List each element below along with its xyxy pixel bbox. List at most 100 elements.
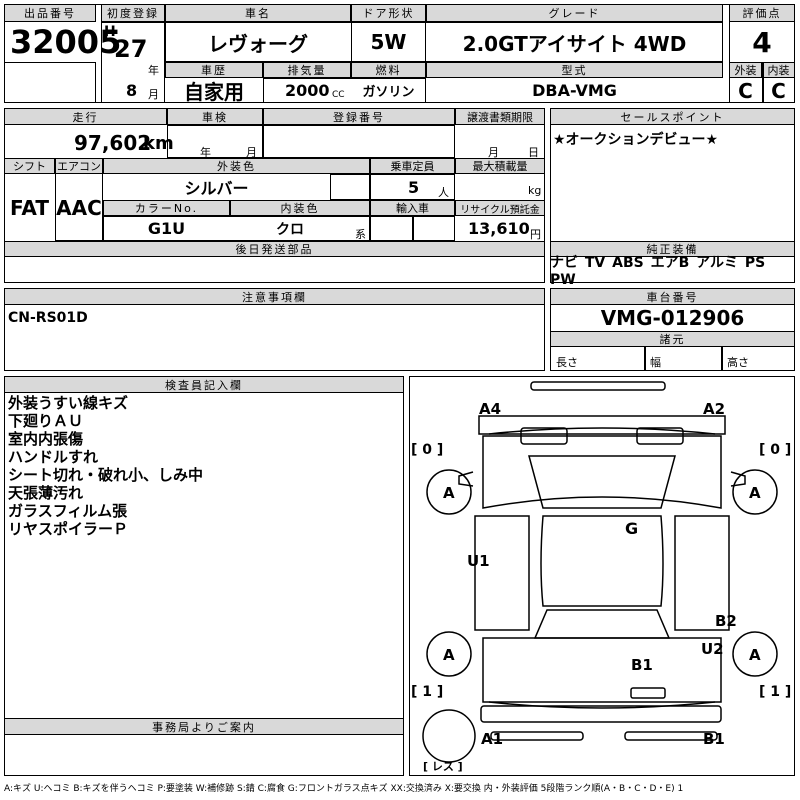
header-later-parts: 後日発送部品 bbox=[4, 241, 545, 257]
width-label: 幅 bbox=[650, 356, 661, 369]
sales-point: ★オークションデビュー★ bbox=[553, 132, 719, 148]
damage-a4: A4 bbox=[479, 400, 501, 418]
row2a-cells-b bbox=[263, 125, 455, 158]
height-label: 高さ bbox=[727, 356, 749, 369]
inspector-notes: 外装うすい線キズ 下廻りＡＵ 室内内張傷 ハンドルすれ シート切れ・破れ小、しみ… bbox=[8, 394, 403, 538]
tread-fl: [ 0 ] bbox=[411, 442, 443, 458]
length-label: 長さ bbox=[556, 356, 578, 369]
tire-fr: A bbox=[749, 484, 761, 502]
genuine-equip: ナビ TV ABS エアB アルミ PS PW bbox=[550, 255, 766, 288]
header-dimensions: 諸元 bbox=[550, 331, 795, 347]
note-line: 天張薄汚れ bbox=[8, 484, 84, 502]
import-split bbox=[412, 216, 414, 241]
header-capacity: 乗車定員 bbox=[370, 158, 455, 174]
header-registration: 登録番号 bbox=[263, 108, 455, 125]
damage-u2: U2 bbox=[701, 640, 724, 658]
tread-rr: [ 1 ] bbox=[759, 684, 791, 700]
header-int-color: 内装色 bbox=[230, 200, 370, 216]
displacement: 2000 bbox=[285, 81, 330, 100]
header-genuine-equip: 純正装備 bbox=[550, 241, 795, 257]
damage-u1: U1 bbox=[467, 552, 490, 570]
header-recycle: リサイクル預託金 bbox=[455, 200, 545, 216]
tire-rl: A bbox=[443, 646, 455, 664]
header-model-code: 型式 bbox=[426, 62, 723, 78]
note-line: ハンドルすれ bbox=[8, 448, 99, 466]
tread-fr: [ 0 ] bbox=[759, 442, 791, 458]
door-type: 5W bbox=[370, 30, 407, 54]
note-line: 下廻りＡＵ bbox=[8, 412, 84, 430]
header-first-reg: 初度登録 bbox=[101, 4, 165, 22]
chassis-no: VMG-012906 bbox=[600, 306, 745, 330]
header-inspection: 車検 bbox=[167, 108, 263, 125]
ext-color-cell bbox=[330, 174, 370, 200]
recycle-fee: 13,610 bbox=[468, 219, 530, 238]
header-lot-no: 出品番号 bbox=[4, 4, 96, 22]
header-ext-color: 外装色 bbox=[103, 158, 370, 174]
color-no: G1U bbox=[147, 219, 186, 238]
note-line: ガラスフィルム張 bbox=[8, 502, 128, 520]
tire-fl: A bbox=[443, 484, 455, 502]
int-color: クロ bbox=[276, 221, 304, 238]
dim-split-2 bbox=[721, 347, 723, 371]
cc-unit: CC bbox=[332, 90, 345, 100]
auction-score: 4 bbox=[752, 25, 772, 59]
dim-split-1 bbox=[644, 347, 646, 371]
note-line: 外装うすい線キズ bbox=[8, 394, 129, 412]
tire-rr: A bbox=[749, 646, 761, 664]
header-exterior: 外装 bbox=[729, 62, 762, 78]
damage-a2: A2 bbox=[703, 400, 725, 418]
note-line: リヤスポイラーＰ bbox=[8, 520, 129, 538]
spare-tire: [ レス ] bbox=[423, 760, 463, 773]
lot-lower-cell bbox=[4, 62, 96, 103]
header-car-name: 車名 bbox=[165, 4, 351, 22]
row1-mid-line bbox=[165, 22, 723, 62]
note-line: シート切れ・破れ小、しみ中 bbox=[8, 466, 204, 484]
mileage: 97,602 bbox=[74, 131, 152, 155]
legend: A:キズ U:ヘコミ B:キズを伴うヘコミ P:要塗装 W:補修跡 S:錆 C:… bbox=[4, 784, 684, 794]
person-unit: 人 bbox=[438, 186, 449, 199]
caution-text: CN-RS01D bbox=[8, 310, 88, 326]
month-unit: 月 bbox=[148, 88, 159, 101]
era-label: H bbox=[104, 24, 116, 40]
interior-score: C bbox=[771, 78, 786, 103]
damage-a1: A1 bbox=[481, 730, 503, 748]
yen-unit: 円 bbox=[530, 228, 541, 241]
header-color-no: カラーNo. bbox=[103, 200, 230, 216]
exterior-score: C bbox=[738, 78, 753, 103]
header-transfer-deadline: 譲渡書類期限 bbox=[455, 108, 545, 125]
header-history: 車歴 bbox=[165, 62, 263, 78]
tread-rl: [ 1 ] bbox=[411, 684, 443, 700]
damage-g: G bbox=[625, 519, 638, 538]
aircon: AAC bbox=[56, 195, 102, 220]
damage-b2: B2 bbox=[715, 612, 737, 630]
damage-b1: B1 bbox=[631, 656, 653, 674]
reg-month: 8 bbox=[126, 80, 138, 100]
transfer-month-unit: 月 bbox=[488, 146, 499, 159]
header-door: ドア形状 bbox=[351, 4, 426, 22]
history: 自家用 bbox=[184, 80, 244, 104]
header-shift: シフト bbox=[4, 158, 55, 174]
header-displacement: 排気量 bbox=[263, 62, 351, 78]
header-chassis-no: 車台番号 bbox=[550, 288, 795, 305]
car-name: レヴォーグ bbox=[208, 31, 308, 56]
ext-color: シルバー bbox=[184, 179, 249, 198]
kg-unit: kg bbox=[528, 184, 542, 197]
header-mileage: 走行 bbox=[4, 108, 167, 125]
header-inspector: 検査員記入欄 bbox=[4, 376, 404, 393]
capacity-cell bbox=[370, 174, 455, 200]
header-import: 輸入車 bbox=[370, 200, 455, 216]
shift-aircon-split bbox=[55, 158, 103, 241]
model-code: DBA-VMG bbox=[532, 81, 617, 100]
header-office-notice: 事務局よりご案内 bbox=[4, 718, 404, 735]
year-unit: 年 bbox=[148, 64, 159, 77]
insp-month-unit: 月 bbox=[246, 146, 257, 159]
row2c-cells bbox=[103, 216, 370, 241]
first-reg-cell bbox=[101, 22, 165, 103]
car-diagram-frame bbox=[409, 376, 795, 776]
damage-b1-rear: B1 bbox=[703, 730, 725, 748]
row2a-cells bbox=[167, 125, 263, 158]
header-max-load: 最大積載量 bbox=[455, 158, 545, 174]
header-grade: グレード bbox=[426, 4, 723, 22]
fuel: ガソリン bbox=[362, 85, 415, 100]
door-divider bbox=[351, 22, 426, 62]
